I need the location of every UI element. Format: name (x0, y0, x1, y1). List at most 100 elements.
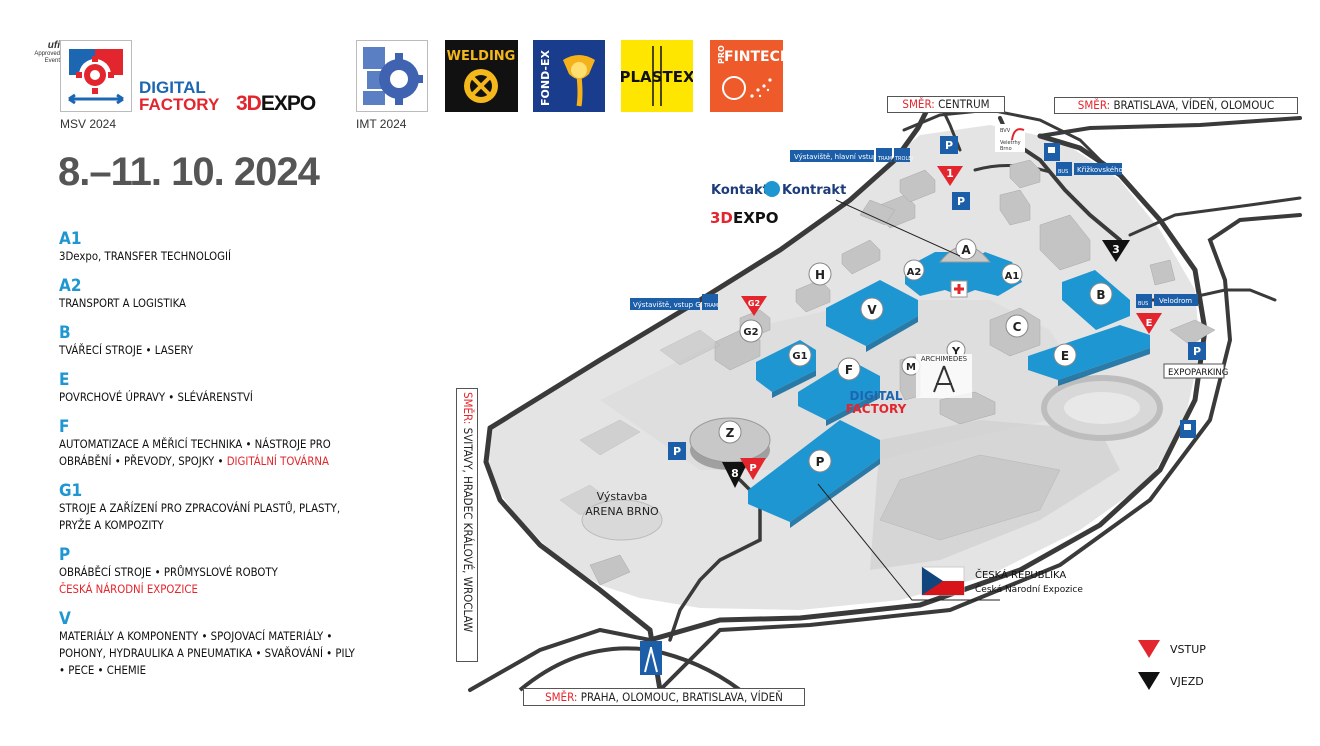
hall-label: G2 (743, 327, 758, 338)
svg-text:Křižkovského: Křižkovského (1077, 166, 1123, 174)
legend-vjezd-icon (1138, 672, 1160, 690)
hall-p (748, 420, 880, 522)
imt-logo (356, 40, 428, 112)
3dexpo-logo: 3DEXPO (236, 92, 316, 115)
svg-text:BUS: BUS (1138, 301, 1148, 307)
kontakt-icon (764, 181, 780, 197)
hall-description: 3Dexpo, TRANSFER TECHNOLOGIÍ (59, 250, 231, 263)
svg-text:P: P (1193, 345, 1201, 358)
bvv-logo-icon (1011, 128, 1025, 141)
parking-icon (940, 136, 958, 154)
map-3dexpo-prefix: 3D (710, 209, 733, 227)
expoparking-label: EXPOPARKING (1168, 368, 1228, 378)
svg-text:BUS: BUS (1058, 169, 1068, 175)
hall-description: POVRCHOVÉ ÚPRAVY • SLÉVÁRENSTVÍ (59, 391, 253, 404)
imt-caption: IMT 2024 (356, 117, 407, 131)
czech-label: ČESKÁ REPUBLIKA (975, 568, 1066, 581)
hall-label: F (845, 363, 853, 377)
entry-e-marker (1136, 313, 1162, 334)
svg-text:Veletrhy: Veletrhy (1000, 140, 1021, 146)
event-date: 8.–11. 10. 2024 (58, 150, 320, 194)
welding-label: WELDING (447, 49, 516, 64)
hall-code: G1 (59, 481, 83, 501)
first-aid-icon (950, 280, 968, 298)
svg-text:P: P (749, 463, 756, 474)
svg-text:1: 1 (946, 167, 954, 180)
svg-text:3: 3 (1112, 243, 1120, 256)
svg-text:8: 8 (731, 467, 739, 480)
svg-text:Výstaviště, hlavní vstup: Výstaviště, hlavní vstup (794, 153, 878, 161)
plastex-logo: PLASTEX (619, 40, 695, 112)
hall-code: V (59, 609, 71, 629)
hall-label: A1 (1005, 271, 1020, 282)
svg-text:P: P (673, 445, 681, 458)
hall-label: H (815, 268, 825, 282)
stop-krizkovskeho (1074, 163, 1122, 175)
foundex-logo: FOND-EX (533, 40, 605, 112)
hall-label: E (1061, 349, 1069, 363)
hall-code: P (59, 545, 71, 565)
hall-label: A2 (907, 267, 922, 278)
hall-description: TVÁŘECÍ STROJE • LASERY (59, 344, 194, 357)
svg-text:TROLEJ: TROLEJ (894, 156, 913, 162)
map-digital-factory: FACTORY (846, 402, 907, 416)
kontrakt-label: Kontrakt (782, 183, 846, 198)
fintech-logo: PRO FINTECH (710, 40, 792, 112)
hall-code: B (59, 323, 71, 343)
svg-text:P: P (957, 195, 965, 208)
hall-a-complex (905, 252, 1022, 296)
hall-description: STROJE A ZAŘÍZENÍ PRO ZPRACOVÁNÍ PLASTŮ,… (59, 502, 341, 532)
stop-velodrom (1154, 294, 1198, 306)
hall-code: E (59, 370, 70, 390)
hall-label: C (1013, 320, 1022, 334)
welding-logo: WELDING (445, 40, 518, 112)
entry-1-marker (937, 166, 963, 186)
direction-svitavy: SMĚR: SVITAVY, HRADEC KRÁLOVÉ, WROCLAW (456, 388, 478, 662)
hall-label: G1 (792, 351, 807, 362)
hall-label: M (906, 362, 916, 373)
direction-centrum: SMĚR: CENTRUM (887, 96, 1005, 113)
svg-text:E: E (1146, 318, 1153, 329)
map-3dexpo-suffix: EXPO (733, 209, 779, 227)
parking-icon (668, 442, 686, 460)
kontakt-label: Kontakt (711, 183, 769, 198)
stop-main-entrance (790, 150, 874, 162)
parking-icon (1188, 342, 1206, 360)
arena-brno (581, 499, 663, 541)
direction-bratislava: SMĚR: BRATISLAVA, VÍDEŇ, OLOMOUC (1054, 97, 1298, 114)
legend-vjezd: VJEZD (1170, 675, 1204, 688)
svg-text:Brno: Brno (1000, 146, 1012, 152)
arena-label: ARENA BRNO (585, 505, 659, 518)
svg-text:TRAM: TRAM (703, 303, 718, 309)
fintech-label: FINTECH (724, 49, 783, 65)
hall-label: P (816, 455, 825, 469)
fuel-station-icon (1180, 420, 1196, 438)
hall-code: F (59, 417, 70, 437)
arena-label: Výstavba (597, 490, 648, 503)
hall-label: V (867, 303, 877, 317)
ufi-logo: ufi Approved Event (34, 40, 60, 64)
svg-text:G2: G2 (748, 299, 760, 308)
hall-label: Z (726, 426, 735, 440)
hall-description: TRANSPORT A LOGISTIKA (59, 297, 186, 310)
tram-icon (702, 294, 718, 310)
entry-g2-marker (741, 296, 767, 316)
hall-label: A (961, 243, 971, 257)
hall-description: MATERIÁLY A KOMPONENTY • SPOJOVACÍ MATER… (59, 630, 355, 677)
hall-label: Y (951, 345, 961, 358)
hall-label: B (1096, 288, 1105, 302)
msv-caption: MSV 2024 (60, 117, 117, 131)
hall-e (1028, 325, 1150, 380)
bvv-label: BVV (1000, 128, 1011, 134)
msv-logo (60, 40, 132, 112)
bus-icon (1136, 294, 1152, 308)
stop-g2 (630, 298, 700, 310)
tram-icon (876, 148, 892, 162)
vehicle-entry-3-marker (1102, 240, 1130, 262)
direction-praha: SMĚR: PRAHA, OLOMOUC, BRATISLAVA, VÍDEŇ (523, 688, 805, 706)
archimedes-label: ARCHIMEDES (921, 355, 968, 363)
hall-code: A1 (59, 229, 82, 249)
trolleybus-icon (894, 148, 910, 162)
